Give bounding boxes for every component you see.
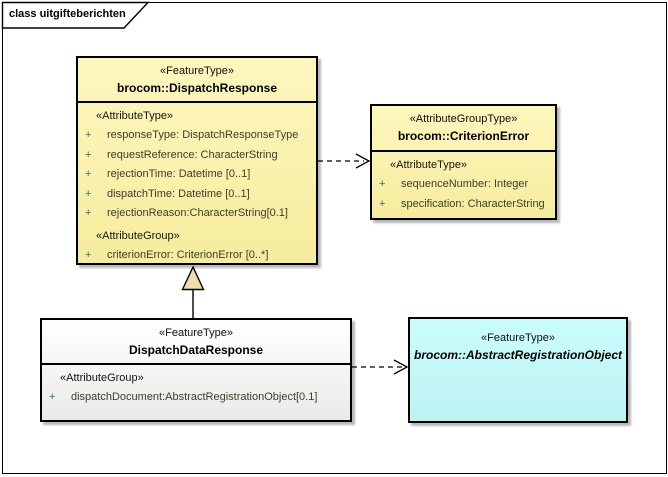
visibility-plus: + (85, 148, 92, 161)
diagram-title: class uitgifteberichten (9, 8, 126, 20)
class-box-abstract-registration-object: «FeatureType» brocom::AbstractRegistrati… (408, 317, 628, 423)
attribute-row: + dispatchTime: Datetime [0..1] (78, 185, 316, 205)
attribute-row: + rejectionReason:CharacterString[0.1] (78, 204, 316, 224)
attribute-text: criterionError: CriterionError [0..*] (107, 248, 269, 261)
class-stereotype: «FeatureType» (159, 327, 233, 339)
attribute-text: rejectionReason:CharacterString[0.1] (107, 207, 288, 219)
attributes-compartment: «AttributeGroup» + dispatchDocument:Abst… (42, 365, 350, 408)
attribute-text: requestReference: CharacterString (107, 148, 278, 161)
attributes-compartment: «AttributeType» + responseType: Dispatch… (78, 103, 316, 265)
class-header: «AttributeGroupType» brocom::CriterionEr… (372, 106, 555, 152)
visibility-plus: + (85, 207, 92, 219)
class-box-criterion-error: «AttributeGroupType» brocom::CriterionEr… (370, 104, 557, 220)
attribute-row: + specification: CharacterString (372, 195, 555, 215)
class-stereotype: «FeatureType» (481, 332, 555, 344)
class-name: brocom::CriterionError (397, 129, 530, 143)
visibility-plus: + (85, 248, 92, 261)
attribute-text: sequenceNumber: Integer (401, 178, 529, 190)
class-stereotype: «AttributeGroupType» (409, 113, 518, 125)
class-header: «FeatureType» brocom::AbstractRegistrati… (410, 319, 626, 364)
class-name: brocom::DispatchResponse (116, 81, 278, 95)
class-box-dispatch-data-response: «FeatureType» DispatchDataResponse «Attr… (40, 318, 352, 422)
visibility-plus: + (85, 129, 92, 141)
class-name: DispatchDataResponse (128, 343, 264, 357)
attribute-row: + dispatchDocument:AbstractRegistrationO… (42, 388, 350, 408)
visibility-plus: + (379, 197, 386, 210)
class-name: brocom::AbstractRegistrationObject (413, 348, 623, 362)
visibility-plus: + (85, 187, 92, 200)
class-header: «FeatureType» DispatchDataResponse (42, 320, 350, 365)
attribute-section-header: «AttributeType» (390, 159, 468, 171)
visibility-plus: + (379, 178, 386, 190)
visibility-plus: + (49, 391, 56, 403)
attribute-text: rejectionTime: Datetime [0..1] (107, 168, 251, 180)
attribute-text: dispatchDocument:AbstractRegistrationObj… (71, 391, 318, 403)
attribute-text: specification: CharacterString (401, 197, 545, 210)
attributes-compartment: «AttributeType» + sequenceNumber: Intege… (372, 152, 555, 214)
attribute-row: + requestReference: CharacterString (78, 146, 316, 166)
attribute-text: responseType: DispatchResponseType (107, 129, 299, 141)
class-stereotype: «FeatureType» (160, 65, 234, 77)
attribute-group-section-header: «AttributeGroup» (96, 229, 180, 242)
attribute-section-header: «AttributeType» (96, 110, 174, 122)
attribute-row: + rejectionTime: Datetime [0..1] (78, 165, 316, 185)
visibility-plus: + (85, 168, 92, 180)
class-box-dispatch-response: «FeatureType» brocom::DispatchResponse «… (76, 56, 318, 265)
attribute-row: + sequenceNumber: Integer (372, 175, 555, 195)
attribute-row: + responseType: DispatchResponseType (78, 126, 316, 146)
class-header: «FeatureType» brocom::DispatchResponse (78, 58, 316, 103)
attribute-text: dispatchTime: Datetime [0..1] (107, 187, 250, 200)
attribute-group-section-header: «AttributeGroup» (60, 372, 144, 384)
attribute-row: + criterionError: CriterionError [0..*] (78, 246, 316, 266)
